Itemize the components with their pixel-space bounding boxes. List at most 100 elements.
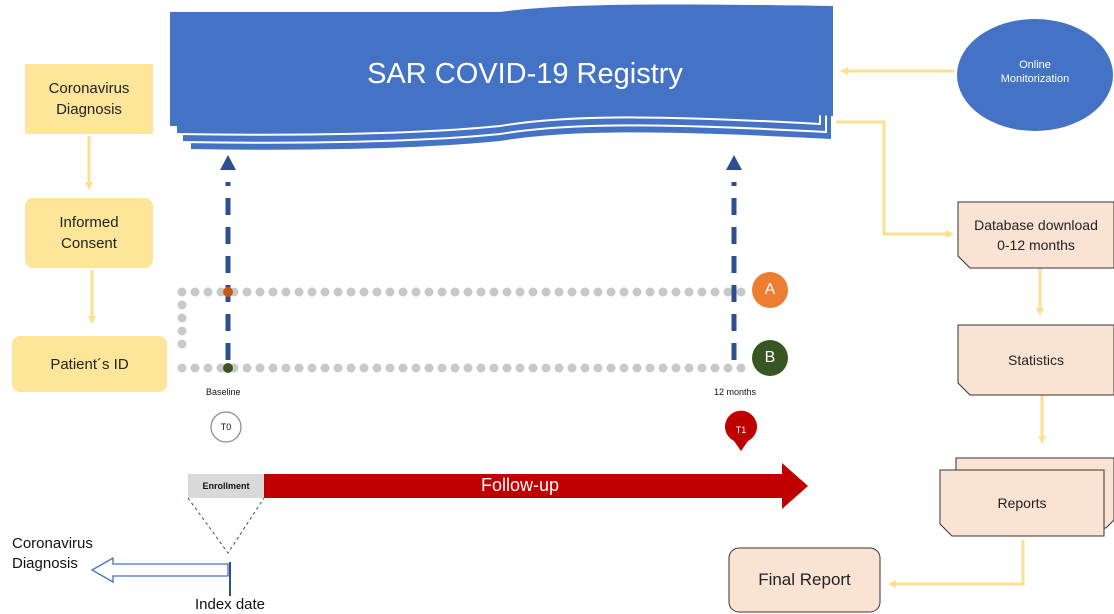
12-months-label: 12 months <box>713 387 757 397</box>
timeline-dot <box>281 363 291 373</box>
timeline-dot <box>177 287 187 297</box>
timeline-dot <box>268 287 278 297</box>
timeline-dot <box>723 287 733 297</box>
timeline-dot <box>307 363 317 373</box>
timeline-dot <box>476 363 486 373</box>
timeline-dot <box>567 287 577 297</box>
timeline-dot <box>372 363 382 373</box>
statistics-box <box>957 324 1114 396</box>
timeline-dot <box>268 363 278 373</box>
timeline-dot <box>489 287 499 297</box>
baseline-dashed-arrow <box>220 155 236 360</box>
group-a-badge <box>752 272 788 308</box>
timeline-dot <box>333 363 343 373</box>
timeline-dot <box>684 287 694 297</box>
timeline-dot <box>177 313 187 323</box>
timeline-dot <box>437 363 447 373</box>
timeline-dot <box>580 363 590 373</box>
timeline-dot <box>476 287 486 297</box>
back-to-diagnosis-arrow <box>90 556 229 584</box>
timeline-dot <box>606 363 616 373</box>
timeline-dot <box>190 363 200 373</box>
timeline-dot <box>320 287 330 297</box>
timeline-dot <box>684 363 694 373</box>
timeline-dot <box>242 363 252 373</box>
timeline-dot <box>294 363 304 373</box>
timeline-dot <box>580 287 590 297</box>
timeline-dot <box>658 363 668 373</box>
timeline-dot <box>515 287 525 297</box>
final-report-box <box>728 547 881 613</box>
flow-arrows <box>85 67 1046 588</box>
database-download-box <box>957 201 1114 269</box>
timeline-dot <box>398 363 408 373</box>
timeline-dot <box>554 287 564 297</box>
timeline-dot <box>736 363 746 373</box>
t1-label: T1 <box>735 425 747 435</box>
reports-label: Reports <box>997 495 1047 511</box>
timeline-dot <box>619 287 629 297</box>
timeline-dot <box>697 363 707 373</box>
timeline-dot <box>411 363 421 373</box>
follow-up-arrow <box>264 463 808 509</box>
group-b-label: B <box>764 349 776 366</box>
timeline-dot <box>177 326 187 336</box>
timeline-dot <box>450 363 460 373</box>
timeline-dot <box>242 287 252 297</box>
timeline-dot <box>567 363 577 373</box>
timeline-dot <box>463 287 473 297</box>
timeline-dot <box>671 363 681 373</box>
timeline-dot <box>528 287 538 297</box>
timeline-dot <box>190 287 200 297</box>
dotted-timelines <box>177 287 746 373</box>
timeline-dot <box>619 363 629 373</box>
timeline-dot <box>424 363 434 373</box>
timeline-dot <box>593 363 603 373</box>
timeline-dot <box>593 287 603 297</box>
timeline-dot <box>671 287 681 297</box>
timeline-dot <box>463 363 473 373</box>
timeline-dot <box>359 363 369 373</box>
timeline-dot <box>216 287 226 297</box>
t1-pin <box>725 410 757 451</box>
final-report-label: Final Report <box>758 570 851 589</box>
timeline-dot <box>346 287 356 297</box>
timeline-dot <box>645 287 655 297</box>
timeline-dot <box>437 287 447 297</box>
online-monitorization-label: Online Monitorization <box>1000 59 1070 85</box>
timeline-dot <box>359 287 369 297</box>
timeline-dot <box>177 339 187 349</box>
group-b-badge <box>752 340 788 376</box>
follow-up-label: Follow-up <box>480 475 560 495</box>
timeline-dot <box>385 287 395 297</box>
t0-label: T0 <box>220 422 232 432</box>
timeline-dot <box>450 287 460 297</box>
timeline-dot <box>541 287 551 297</box>
registry-banner <box>170 4 833 152</box>
timeline-dot <box>710 287 720 297</box>
timeline-dot <box>203 287 213 297</box>
timeline-dot <box>606 287 616 297</box>
enrollment-label: Enrollment <box>202 481 250 491</box>
group-b-baseline-dot <box>223 363 233 373</box>
coronavirus-diagnosis-box: Coronavirus Diagnosis <box>25 64 153 134</box>
timeline-dot <box>216 363 226 373</box>
timeline-dot <box>736 287 746 297</box>
timeline-dot <box>294 287 304 297</box>
registry-title: SAR COVID-19 Registry <box>367 58 683 90</box>
timeline-dot <box>307 287 317 297</box>
timeline-dot <box>177 363 187 373</box>
online-monitorization-ellipse <box>957 19 1113 131</box>
timeline-dot <box>320 363 330 373</box>
timeline-dot <box>502 363 512 373</box>
timeline-dot <box>632 287 642 297</box>
timeline-dot <box>515 363 525 373</box>
index-date-label: Index date <box>194 596 266 613</box>
enrollment-bar <box>188 474 264 498</box>
timeline-dot <box>372 287 382 297</box>
timeline-dot <box>255 287 265 297</box>
timeline-dot <box>710 363 720 373</box>
timeline-dot <box>281 287 291 297</box>
timeline-dot <box>411 287 421 297</box>
timeline-dot <box>203 363 213 373</box>
